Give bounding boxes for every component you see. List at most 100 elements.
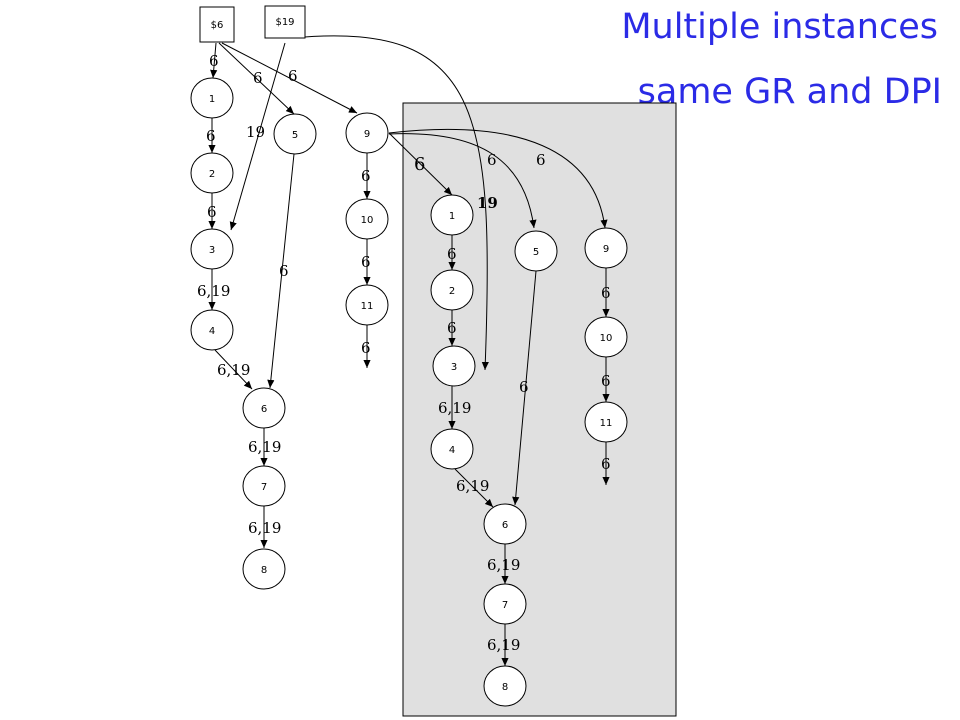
- hl-edge-label-4-6: 6,19: [456, 477, 489, 495]
- left-node-11: [345, 284, 389, 326]
- hl-edge-label-7-8: 6,19: [487, 636, 520, 654]
- edge-s6-1: [210, 42, 218, 79]
- left-edge-label-s19-3: 19: [246, 123, 265, 141]
- hl-edge-label-19: 19: [477, 194, 498, 212]
- left-node-label-10: 10: [361, 215, 374, 226]
- hl-edge-5-6: [512, 270, 537, 506]
- hl-edge-label-9-10: 6: [601, 284, 611, 302]
- hl-edge-9-5: [388, 133, 537, 229]
- hl-node-9: [584, 227, 628, 269]
- left-node-7: [242, 465, 286, 507]
- hl-edge-label-9-1: 6: [414, 154, 425, 175]
- hl-node-10: [584, 316, 628, 358]
- hl-node-label-1: 1: [449, 211, 455, 222]
- hl-node-label-3: 3: [451, 362, 457, 373]
- highlight-graph-node-labels: 1 2 3 4 5 6 7 8 9 10 11: [449, 211, 613, 693]
- left-node-label-5: 5: [292, 130, 298, 141]
- left-edge-label-2-3: 6: [207, 203, 217, 221]
- left-node-label-1: 1: [209, 94, 215, 105]
- hl-edge-label-1-2: 6: [447, 245, 457, 263]
- hl-node-7: [483, 583, 527, 625]
- hl-node-label-9: 9: [603, 244, 609, 255]
- left-node-label-9: 9: [364, 129, 370, 140]
- hl-node-label-4: 4: [449, 445, 455, 456]
- source-node-6: $6: [199, 6, 235, 43]
- left-node-3: [190, 228, 234, 270]
- left-edge-label-9-10: 6: [361, 167, 371, 185]
- highlight-graph-edge-labels: 6 6 6 19 6 6 6,19 6,19 6 6,19 6,19 6 6 6: [414, 151, 611, 654]
- hl-edge-9-1: [388, 132, 453, 196]
- hl-node-6: [483, 503, 527, 545]
- left-edge-label-s6-9: 6: [288, 67, 298, 85]
- left-node-6: [242, 387, 286, 429]
- hl-edge-label-9-9: 6: [536, 151, 546, 169]
- hl-node-1: [430, 194, 474, 236]
- left-edge-label-5-6: 6: [279, 262, 289, 280]
- left-edge-label-11-out: 6: [361, 339, 371, 357]
- left-node-1: [190, 77, 234, 119]
- left-node-label-4: 4: [209, 326, 215, 337]
- hl-edge-label-6-7: 6,19: [487, 556, 520, 574]
- left-edge-label-1-2: 6: [206, 127, 216, 145]
- highlight-graph-edges: [388, 128, 610, 666]
- hl-node-label-5: 5: [533, 247, 539, 258]
- source-label-6: $6: [211, 20, 224, 31]
- hl-node-label-8: 8: [502, 682, 508, 693]
- left-edge-label-s6-1: 6: [209, 52, 219, 70]
- edge-s6-9: [221, 42, 358, 114]
- edge-s6-5: [218, 42, 295, 115]
- hl-edge-label-11-out: 6: [601, 455, 611, 473]
- title-line-1: Multiple instances: [621, 7, 938, 47]
- left-edge-label-3-4: 6,19: [197, 282, 230, 300]
- hl-node-label-11: 11: [600, 418, 613, 429]
- left-node-label-7: 7: [261, 482, 267, 493]
- left-graph-node-labels: 1 2 3 4 5 6 7 8 9 10 11: [209, 94, 374, 576]
- hl-edge-label-10-11: 6: [601, 372, 611, 390]
- hl-node-4: [430, 428, 474, 470]
- left-node-4: [190, 309, 234, 351]
- edge-s19-3: [229, 42, 286, 231]
- hl-node-label-7: 7: [502, 600, 508, 611]
- left-node-5: [273, 113, 317, 155]
- left-node-label-6: 6: [261, 404, 267, 415]
- hl-node-label-6: 6: [502, 520, 508, 531]
- title-line-2: same GR and DPI: [637, 72, 942, 112]
- left-edge-label-4-6: 6,19: [217, 361, 250, 379]
- edge-s19-highlight-3: [291, 35, 489, 371]
- left-graph-edge-labels: 6 6 6 19 6 6 6 6,19 6,19 6 6,19 6,19 6 6…: [197, 52, 371, 537]
- left-edge-label-10-11: 6: [361, 253, 371, 271]
- left-node-label-11: 11: [361, 301, 374, 312]
- hl-edge-4-6: [454, 468, 494, 508]
- hl-edge-label-3-4: 6,19: [438, 399, 471, 417]
- left-graph-edges: [208, 35, 489, 548]
- source-label-19: $19: [275, 17, 294, 28]
- hl-node-11: [584, 401, 628, 443]
- left-edge-label-7-8: 6,19: [248, 519, 281, 537]
- hl-node-8: [483, 665, 527, 707]
- left-edge-label-s6-5: 6: [253, 69, 263, 87]
- left-graph-nodes: [190, 77, 389, 590]
- left-node-label-3: 3: [209, 245, 215, 256]
- hl-node-3: [432, 345, 476, 387]
- left-node-2: [190, 152, 234, 194]
- left-node-10: [345, 198, 389, 240]
- hl-node-label-2: 2: [449, 286, 455, 297]
- hl-node-5: [514, 230, 558, 272]
- hl-edge-label-2-3: 6: [447, 319, 457, 337]
- hl-edge-label-9-5: 6: [487, 151, 497, 169]
- source-node-19: $19: [264, 5, 306, 39]
- left-node-label-2: 2: [209, 169, 215, 180]
- hl-edge-label-5-6: 6: [519, 378, 529, 396]
- highlight-graph-nodes: [430, 194, 628, 707]
- slide-title: Multiple instances same GR and DPI: [621, 7, 942, 140]
- edge-5-6: [267, 153, 295, 389]
- left-node-8: [242, 548, 286, 590]
- left-node-9: [345, 112, 389, 154]
- left-edge-label-6-7: 6,19: [248, 438, 281, 456]
- hl-node-label-10: 10: [600, 333, 613, 344]
- hl-node-2: [430, 269, 474, 311]
- hl-edge-9-9: [388, 128, 608, 229]
- left-node-label-8: 8: [261, 565, 267, 576]
